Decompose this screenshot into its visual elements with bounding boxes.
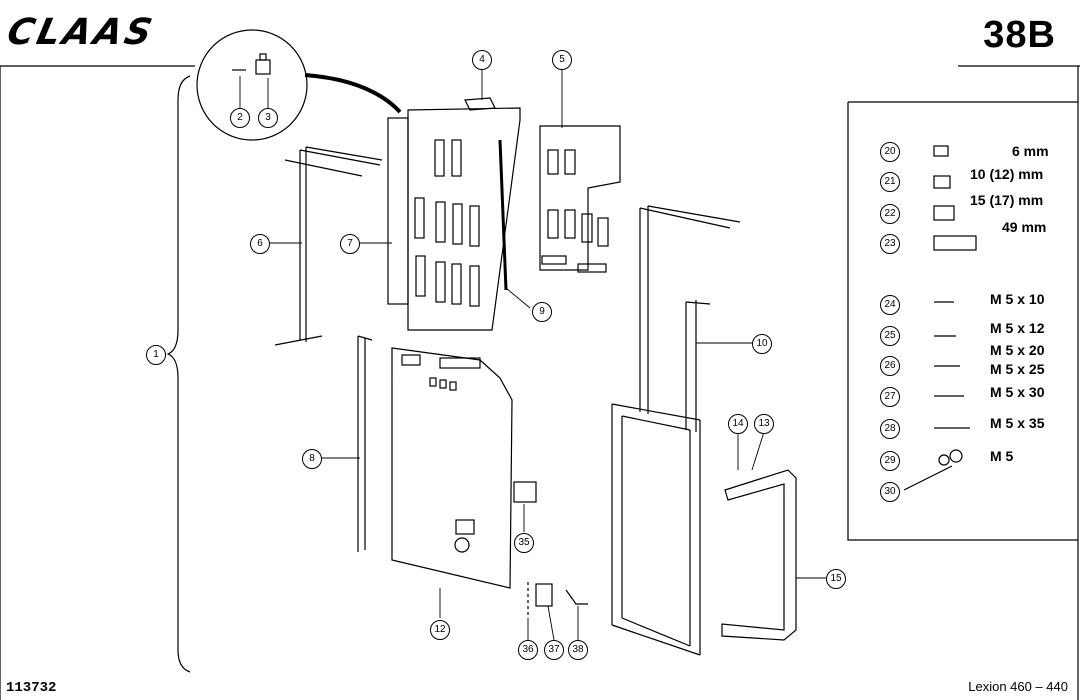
detail-leader [304, 73, 402, 114]
page-code: 38B [983, 14, 1056, 56]
callout-6: 6 [250, 234, 270, 254]
callout-4: 4 [472, 50, 492, 70]
legend-size-21: 10 (12) mm [970, 166, 1044, 182]
callout-15: 15 [826, 569, 846, 589]
callout-12: 12 [430, 620, 450, 640]
part-38-key [565, 589, 588, 605]
legend-screw-shapes [903, 301, 970, 491]
claas-logo: CLAAS [3, 12, 159, 53]
part-35-connector [513, 481, 537, 503]
callout-37: 37 [544, 640, 564, 660]
part-4-panel [387, 97, 521, 331]
legend-size-25: M 5 x 12 [990, 320, 1045, 336]
legend-size-26: M 5 x 20 [990, 342, 1045, 358]
legend-size-28: M 5 x 35 [990, 415, 1045, 431]
legend-ref-28: 28 [880, 419, 900, 439]
legend-ref-27: 27 [880, 387, 900, 407]
legend-ref-21: 21 [880, 172, 900, 192]
part-9-rail [498, 139, 508, 291]
callout-13: 13 [754, 414, 774, 434]
callout-3: 3 [258, 108, 278, 128]
part-6-bracket [274, 146, 383, 346]
part-37-spring [535, 583, 553, 607]
model-label: Lexion 460 – 440 [968, 679, 1068, 694]
legend-size-26b: M 5 x 25 [990, 361, 1045, 377]
callout-8: 8 [302, 449, 322, 469]
legend-size-27: M 5 x 30 [990, 384, 1045, 400]
part-12-board [391, 347, 513, 589]
callout-35: 35 [514, 533, 534, 553]
legend-ref-23: 23 [880, 234, 900, 254]
part-3-grommet [255, 59, 271, 75]
legend-ref-26: 26 [880, 356, 900, 376]
legend-ref-29: 29 [880, 451, 900, 471]
drawing-number: 113732 [6, 680, 57, 696]
brace-1 [166, 75, 191, 673]
legend-box [847, 101, 1078, 541]
callout-7: 7 [340, 234, 360, 254]
legend-ref-24: 24 [880, 295, 900, 315]
callout-36: 36 [518, 640, 538, 660]
part-5-board [539, 125, 621, 273]
part-8-strip [357, 335, 373, 552]
callout-5: 5 [552, 50, 572, 70]
callout-14: 14 [728, 414, 748, 434]
callout-2: 2 [230, 108, 250, 128]
legend-size-22: 15 (17) mm [970, 192, 1044, 208]
callout-1: 1 [146, 345, 166, 365]
detail-circle [196, 29, 308, 141]
legend-ref-22: 22 [880, 204, 900, 224]
part-10-frame [611, 205, 741, 656]
part-15-cover [721, 469, 797, 641]
legend-size-29: M 5 [990, 448, 1014, 464]
legend-ref-25: 25 [880, 326, 900, 346]
legend-size-20: 6 mm [1012, 143, 1049, 159]
legend-ref-30: 30 [880, 482, 900, 502]
legend-ref-20: 20 [880, 142, 900, 162]
legend-size-23: 49 mm [1002, 219, 1047, 235]
legend-spacer-shapes [933, 145, 977, 251]
callout-10: 10 [752, 334, 772, 354]
callout-9: 9 [532, 302, 552, 322]
callout-38: 38 [568, 640, 588, 660]
legend-size-24: M 5 x 10 [990, 291, 1045, 307]
